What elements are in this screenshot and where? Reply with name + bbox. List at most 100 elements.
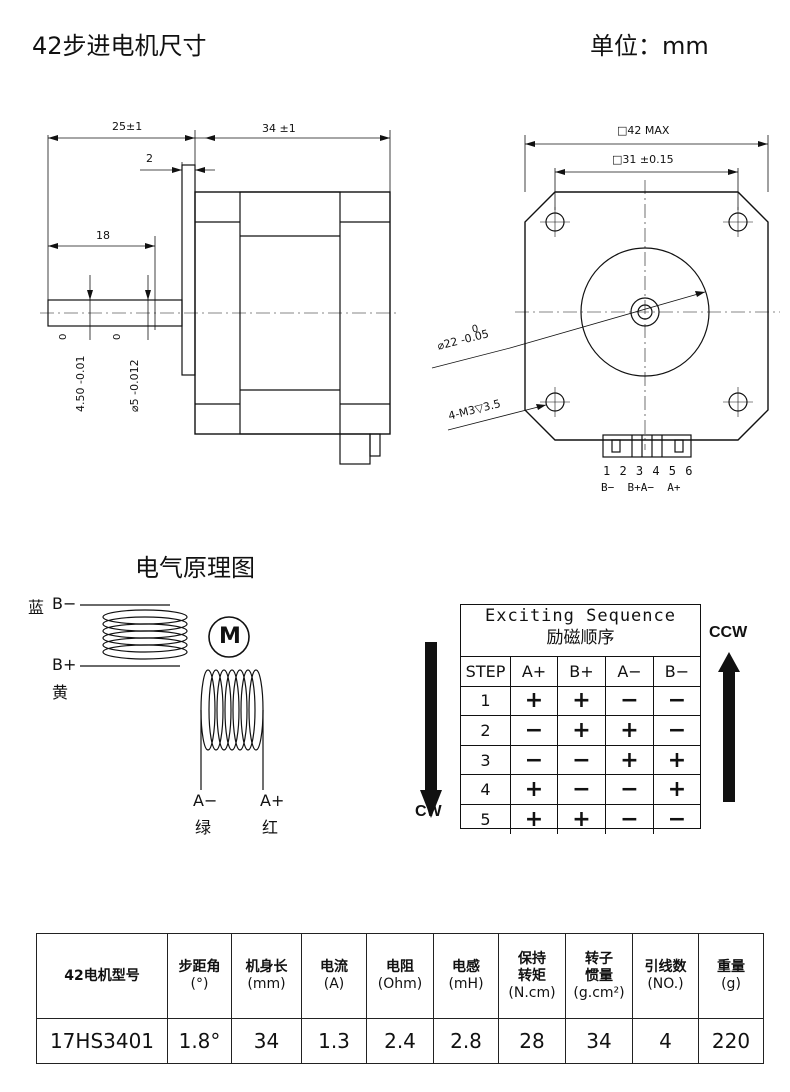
- sequence-cell: −: [667, 688, 687, 714]
- spec-header-line: 电感: [452, 959, 480, 975]
- wire-blue-label: 蓝: [28, 598, 45, 617]
- spec-header-cell: 42电机型号: [36, 933, 168, 1019]
- spec-header-line: 保持: [518, 950, 546, 967]
- sequence-cell: +: [667, 747, 687, 773]
- pin-labels: B− B+A− A+: [601, 481, 681, 494]
- spec-header-line: 机身长: [245, 959, 288, 975]
- sequence-cell: −: [606, 686, 654, 716]
- wire-green-label: 绿: [195, 818, 212, 837]
- spec-header-cell: 重量(g): [698, 933, 764, 1019]
- sequence-cell: 2: [461, 716, 511, 745]
- sequence-header-cell: STEP: [461, 657, 511, 686]
- sequence-row: 2−++−: [461, 716, 700, 746]
- wire-yellow-label: 黄: [52, 683, 69, 702]
- sequence-cell: +: [511, 686, 558, 716]
- sequence-cell: −: [558, 745, 606, 775]
- spec-header-line: (A): [323, 976, 345, 992]
- unit-label: 单位：mm: [590, 32, 709, 60]
- sequence-cell: −: [606, 775, 654, 804]
- dim-flange: 2: [146, 152, 153, 165]
- sequence-cell: −: [606, 804, 654, 834]
- sequence-row: 5++−−: [461, 804, 700, 834]
- sequence-title-en: Exciting Sequence: [485, 606, 676, 626]
- sequence-cell: +: [511, 775, 558, 804]
- spec-header-cell: 电感(mH): [433, 933, 499, 1019]
- sequence-cell: −: [667, 806, 687, 832]
- spec-header-cell: 转子惯量(g.cm²): [565, 933, 633, 1019]
- spec-header-line: (°): [190, 976, 209, 992]
- sequence-cell: −: [667, 717, 687, 743]
- spec-header-line: 42电机型号: [64, 967, 140, 984]
- spec-value-cell: 1.3: [301, 1018, 367, 1064]
- spec-header-line: 电流: [320, 959, 348, 975]
- spec-header-line: (mm): [247, 976, 286, 992]
- sequence-cell: +: [606, 745, 654, 775]
- sequence-cell: −: [511, 745, 558, 775]
- sequence-row: 1++−−: [461, 686, 700, 717]
- spec-value-cell: 17HS3401: [36, 1018, 168, 1064]
- spec-header-line: 引线数: [644, 959, 687, 975]
- sequence-header-cell: B−: [664, 661, 690, 681]
- sequence-cell: +: [606, 716, 654, 745]
- sequence-cell: +: [558, 716, 606, 745]
- spec-header-line: (g.cm²): [573, 984, 625, 1001]
- spec-value-cell: 220: [698, 1018, 764, 1064]
- sequence-cell: +: [511, 804, 558, 834]
- dim-flat-tol-top: 0: [58, 333, 69, 340]
- spec-header-line: (Ohm): [377, 976, 423, 992]
- sequence-header-cell: A−: [606, 657, 654, 686]
- spec-header-cell: 机身长(mm): [231, 933, 302, 1019]
- sequence-cell: +: [558, 686, 606, 716]
- sequence-header-cell: B+: [558, 657, 606, 686]
- dim-hole-spacing: □31 ±0.15: [612, 153, 674, 166]
- ccw-label: CCW: [709, 624, 748, 641]
- dim-body-length: 34 ±1: [262, 122, 296, 135]
- motor-symbol: M: [219, 624, 241, 649]
- dim-shaft-length: 25±1: [112, 120, 143, 133]
- spec-header-line: 重量: [717, 959, 745, 975]
- spec-header-line: 步距角: [178, 959, 221, 975]
- sequence-title-cn: 励磁顺序: [546, 628, 615, 648]
- dim-flat-diameter: 4.50 -0.01: [74, 355, 87, 412]
- spec-header-line: 转子: [585, 950, 613, 967]
- spec-header-line: 电阻: [386, 959, 414, 975]
- wire-red-label: 红: [262, 818, 279, 837]
- spec-header-cell: 电阻(Ohm): [366, 933, 434, 1019]
- side-view-drawing: [40, 130, 400, 465]
- dim-shaft-tol-top: 0: [112, 333, 123, 340]
- spec-header-cell: 步距角(°): [167, 933, 232, 1019]
- winding-schematic: [80, 604, 264, 790]
- dim-frame-size: □42 MAX: [617, 124, 670, 137]
- spec-header-row: 42电机型号步距角(°)机身长(mm)电流(A)电阻(Ohm)电感(mH)保持转…: [36, 933, 764, 1019]
- dim-shaft-diameter: ⌀5 -0.012: [128, 359, 141, 412]
- spec-value-cell: 34: [565, 1018, 633, 1064]
- sequence-cell: +: [667, 777, 687, 803]
- spec-value-cell: 34: [231, 1018, 302, 1064]
- spec-value-cell: 2.4: [366, 1018, 434, 1064]
- page-title: 42步进电机尺寸: [32, 32, 207, 60]
- sequence-cell: 3: [461, 745, 511, 775]
- schematic-title: 电气原理图: [135, 554, 255, 582]
- sequence-cell: −: [511, 716, 558, 745]
- wire-bminus-label: B−: [52, 594, 77, 613]
- sequence-cell: 5: [461, 804, 511, 834]
- spec-header-cell: 保持转矩(N.cm): [498, 933, 566, 1019]
- wire-bplus-label: B+: [52, 655, 77, 674]
- sequence-cell: +: [558, 804, 606, 834]
- spec-value-cell: 4: [632, 1018, 699, 1064]
- dim-flat-length: 18: [96, 229, 110, 242]
- sequence-row: 3−−++: [461, 745, 700, 776]
- sequence-title: Exciting Sequence 励磁顺序: [461, 605, 700, 657]
- spec-header-cell: 电流(A): [301, 933, 367, 1019]
- pin-numbers: 1 2 3 4 5 6: [603, 464, 694, 478]
- spec-header-line: (mH): [448, 976, 484, 992]
- spec-header-line: (g): [721, 976, 741, 992]
- spec-table: 42电机型号步距角(°)机身长(mm)电流(A)电阻(Ohm)电感(mH)保持转…: [36, 933, 764, 1064]
- sequence-row: 4+−−+: [461, 775, 700, 805]
- front-view-drawing: [431, 135, 780, 458]
- sequence-cell: 4: [461, 775, 511, 804]
- spec-header-line: 转矩: [518, 967, 546, 984]
